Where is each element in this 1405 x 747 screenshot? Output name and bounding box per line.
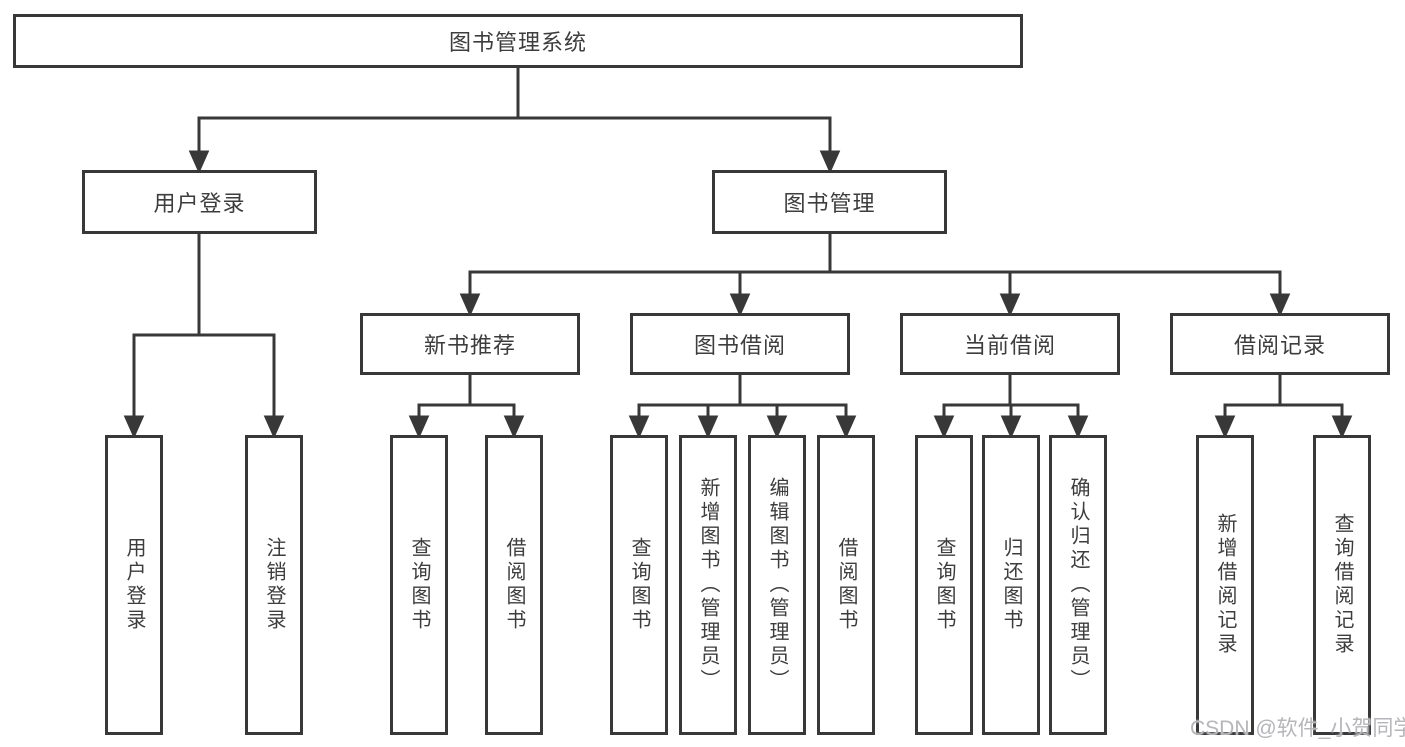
leaf-borrow-books-borrowing: 借阅图书 [817, 435, 875, 735]
leaf-logout-login: 注销登录 [245, 435, 303, 735]
leaf-query-books-current: 查询图书 [915, 435, 973, 735]
leaf-label: 查询图书 [933, 537, 955, 633]
leaf-label: 借阅图书 [503, 537, 525, 633]
leaf-label: 确认归还（管理员） [1067, 477, 1089, 693]
node-book-borrowing: 图书借阅 [630, 313, 850, 375]
node-label: 新书推荐 [423, 333, 516, 358]
leaf-query-books-borrowing: 查询图书 [610, 435, 668, 735]
leaf-label: 编辑图书（管理员） [766, 477, 788, 693]
node-label: 图书管理 [783, 191, 876, 216]
leaf-user-login: 用户登录 [105, 435, 163, 735]
leaf-label: 查询图书 [408, 537, 430, 633]
leaf-add-borrow-record: 新增借阅记录 [1196, 435, 1254, 735]
node-book-management: 图书管理 [712, 170, 947, 234]
node-library-management-system: 图书管理系统 [13, 14, 1023, 68]
leaf-label: 借阅图书 [835, 537, 857, 633]
leaf-edit-book-admin: 编辑图书（管理员） [748, 435, 806, 735]
leaf-label: 用户登录 [123, 537, 145, 633]
leaf-label: 查询图书 [628, 537, 650, 633]
leaf-return-books: 归还图书 [982, 435, 1040, 735]
node-borrowing-records: 借阅记录 [1170, 313, 1390, 375]
leaf-borrow-books-recommend: 借阅图书 [485, 435, 543, 735]
node-label: 图书管理系统 [448, 30, 587, 55]
leaf-label: 新增借阅记录 [1214, 513, 1236, 657]
node-label: 用户登录 [153, 191, 246, 216]
node-label: 当前借阅 [963, 333, 1056, 358]
node-label: 图书借阅 [693, 333, 786, 358]
node-new-book-recommendation: 新书推荐 [360, 313, 580, 375]
leaf-label: 查询借阅记录 [1331, 513, 1353, 657]
csdn-watermark: CSDN @软件_小贺同学 [1190, 717, 1405, 740]
node-label: 借阅记录 [1233, 333, 1326, 358]
leaf-add-book-admin: 新增图书（管理员） [679, 435, 737, 735]
leaf-query-borrow-record: 查询借阅记录 [1313, 435, 1371, 735]
leaf-label: 注销登录 [263, 537, 285, 633]
node-current-borrowing: 当前借阅 [900, 313, 1120, 375]
node-user-login: 用户登录 [82, 170, 317, 234]
leaf-query-books-recommend: 查询图书 [390, 435, 448, 735]
leaf-confirm-return-admin: 确认归还（管理员） [1049, 435, 1107, 735]
leaf-label: 归还图书 [1000, 537, 1022, 633]
leaf-label: 新增图书（管理员） [697, 477, 719, 693]
